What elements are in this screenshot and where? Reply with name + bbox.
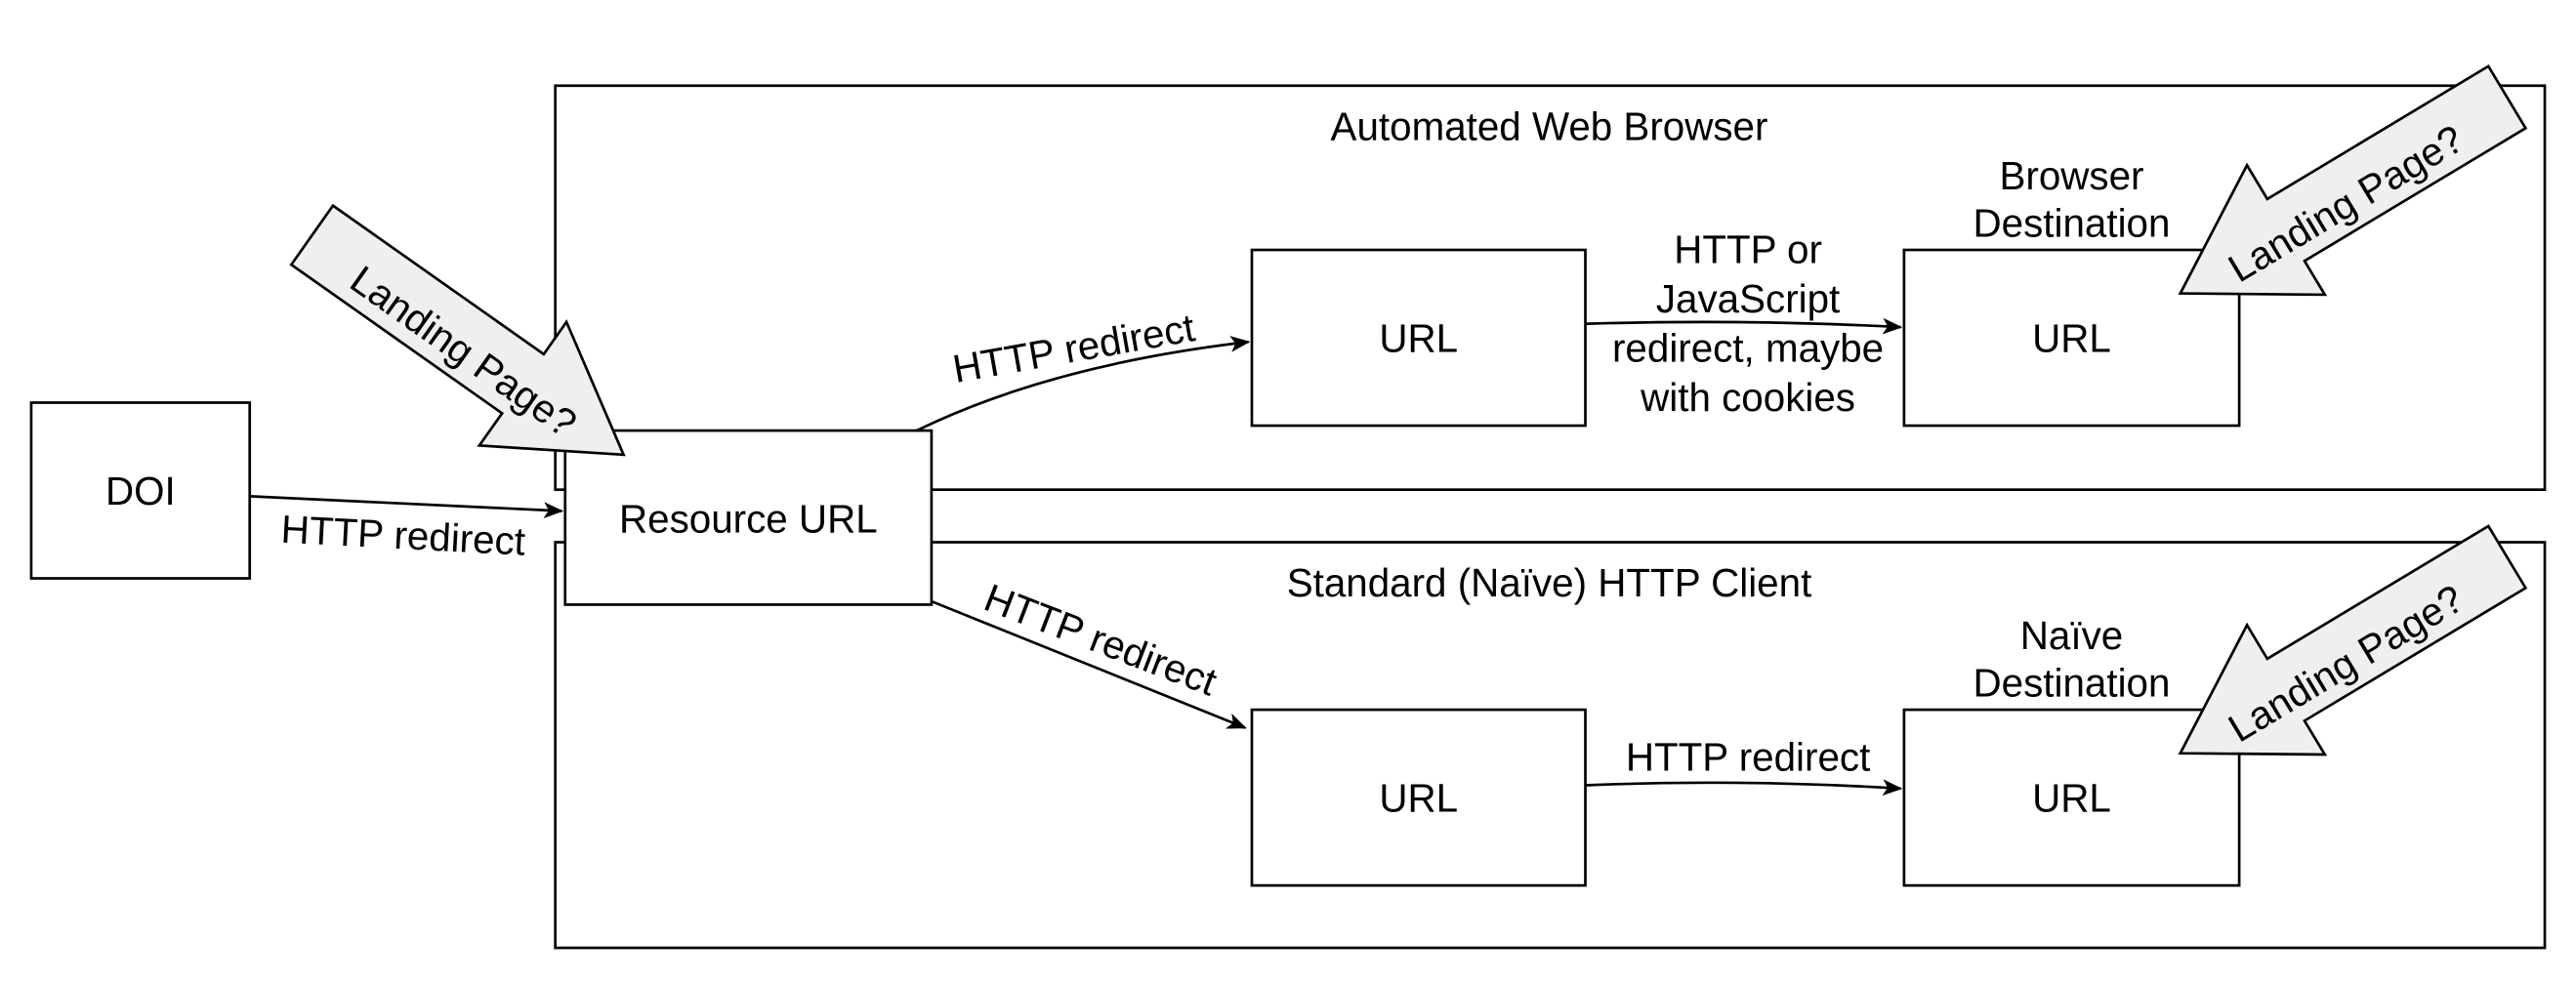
- edge-resource-to-browser-url-label: HTTP redirect: [949, 305, 1198, 391]
- callout-arrow-shape: [2178, 63, 2528, 297]
- edge-browser-url-to-destination-label-line3: redirect, maybe: [1612, 325, 1884, 370]
- edge-resource-to-naive-url-label: HTTP redirect: [978, 575, 1223, 705]
- edge-naive-url-to-destination-label: HTTP redirect: [1626, 734, 1870, 779]
- automated-browser-panel-title: Automated Web Browser: [1331, 103, 1768, 148]
- doi-node-label: DOI: [105, 469, 176, 513]
- naive-client-panel-title: Standard (Naïve) HTTP Client: [1287, 560, 1812, 605]
- naive-url-node: [1250, 708, 1587, 887]
- naive-client-panel: [554, 541, 2547, 950]
- browser-destination-node: [1902, 248, 2241, 428]
- edge-doi-to-resource: [249, 495, 564, 519]
- browser-destination-caption-line1: Browser: [1999, 153, 2143, 198]
- browser-destination-node-label: URL: [2032, 315, 2111, 360]
- naive-destination-caption-line2: Destination: [1974, 661, 2171, 706]
- naive-url-node-label: URL: [1379, 775, 1458, 820]
- edge-browser-url-to-destination-label-line1: HTTP or: [1674, 226, 1822, 271]
- naive-destination-node: [1902, 708, 2241, 887]
- browser-url-node: [1250, 248, 1587, 428]
- doi-node: [29, 401, 252, 580]
- callout-arrow-shape: [2178, 524, 2528, 756]
- callout-arrow-shape: [289, 203, 626, 457]
- browser-destination-caption-line2: Destination: [1974, 201, 2171, 246]
- automated-browser-panel: [554, 84, 2547, 492]
- edge-browser-url-to-destination: [1585, 317, 1903, 335]
- edge-naive-url-to-destination: [1585, 779, 1903, 797]
- edge-browser-url-to-destination-label-line2: JavaScript: [1656, 276, 1840, 321]
- edge-browser-url-to-destination-label-line4: with cookies: [1640, 375, 1855, 420]
- browser-url-node-label: URL: [1379, 315, 1458, 360]
- edge-resource-to-browser-url: [916, 336, 1251, 432]
- naive-destination-caption-line1: Naïve: [2020, 613, 2123, 658]
- edge-doi-to-resource-label: HTTP redirect: [280, 507, 527, 564]
- resource-url-node: [563, 429, 934, 606]
- edge-resource-to-naive-url: [931, 599, 1247, 729]
- resource-url-node-label: Resource URL: [619, 496, 878, 541]
- naive-destination-node-label: URL: [2032, 775, 2111, 820]
